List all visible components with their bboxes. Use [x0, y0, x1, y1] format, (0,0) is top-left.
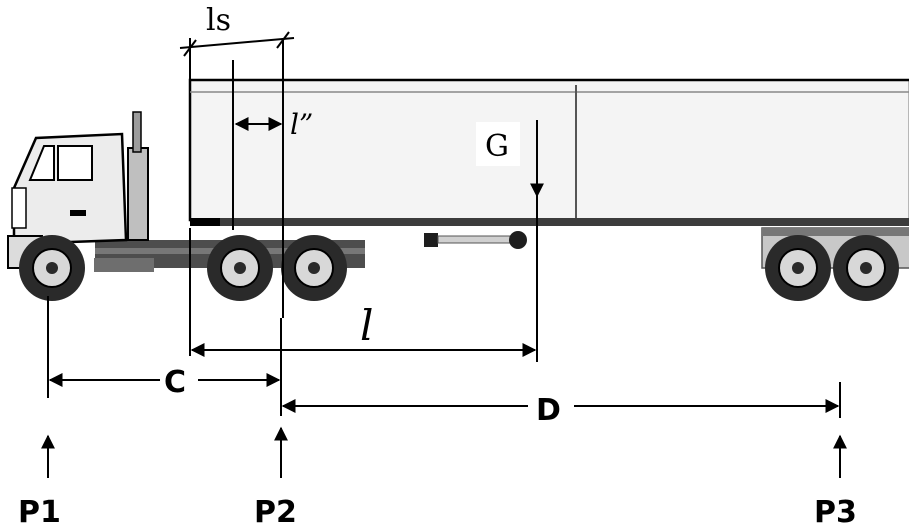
wheels: [19, 235, 899, 301]
exhaust-stack: [127, 147, 149, 241]
label-P3: P3: [814, 495, 857, 526]
drive-wheel-1: [207, 235, 273, 301]
label-l: l: [360, 301, 373, 350]
trailer-box: [188, 78, 909, 222]
landing-gear: [424, 231, 527, 249]
reference-lines: [41, 31, 847, 478]
label-g-background: [476, 122, 520, 166]
cab-side-window: [57, 145, 93, 181]
label-ls: ls: [206, 3, 231, 38]
front-wheel: [19, 235, 85, 301]
trailer-wheel-1: [765, 235, 831, 301]
trailer-floor-rail: [190, 218, 909, 226]
label-G: G: [485, 129, 509, 164]
label-l-double-prime: l”: [290, 108, 313, 141]
fuel-tank: [94, 258, 154, 272]
label-C: C: [164, 365, 186, 400]
trailer-wheel-2: [833, 235, 899, 301]
drive-wheel-2: [281, 235, 347, 301]
label-P1: P1: [18, 495, 61, 526]
label-P2: P2: [254, 495, 297, 526]
trailer-floor-rail-front: [190, 218, 220, 226]
cab-windshield: [28, 145, 55, 181]
label-D: D: [536, 393, 561, 428]
ls-dimension-line: [179, 37, 295, 49]
